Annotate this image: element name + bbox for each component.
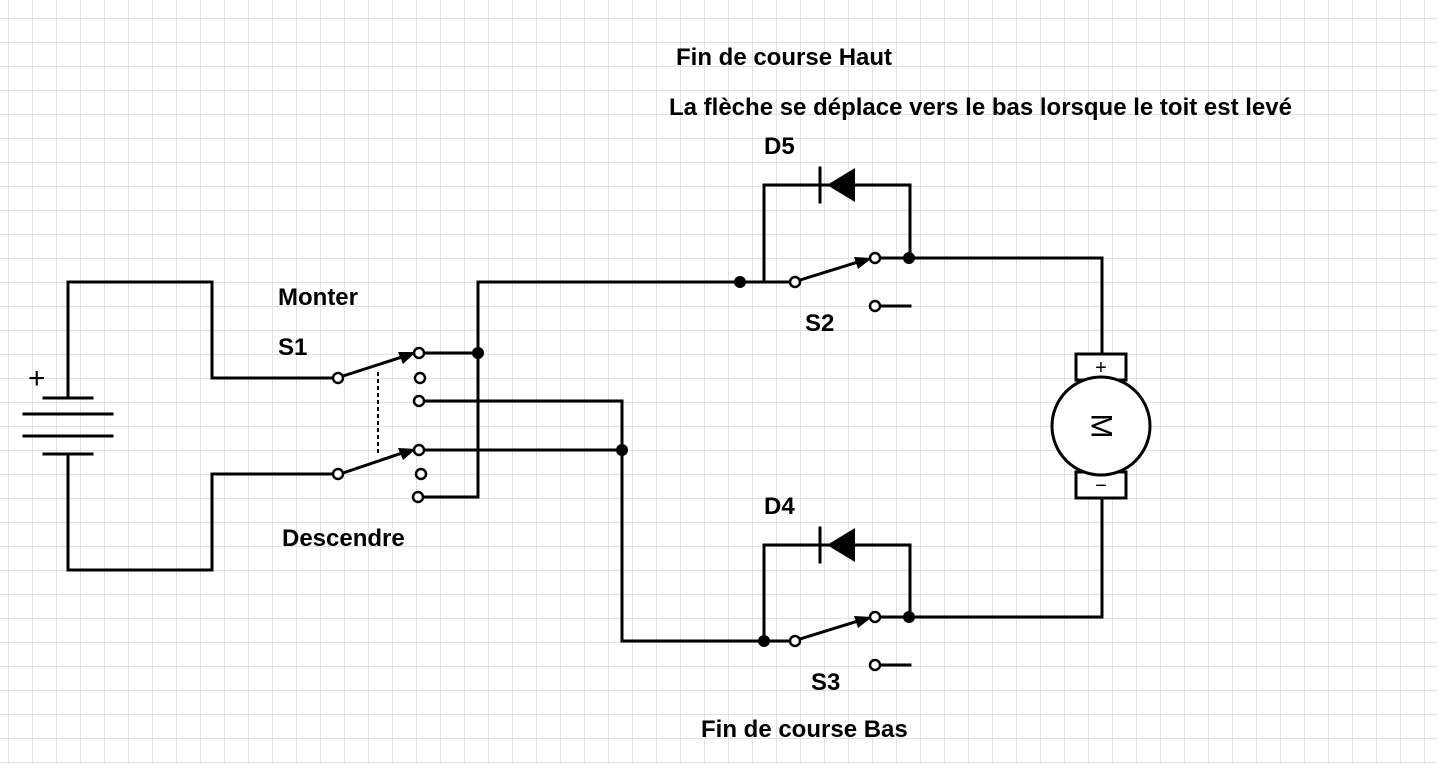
s1-common-lower [331,467,345,481]
junction-dot [903,611,915,623]
s1-terminal-4 [412,443,426,457]
s1-terminal-5 [414,467,428,481]
battery-plus-sign: + [28,362,46,395]
switch-s3-label: S3 [811,669,840,696]
s1-terminal-1 [412,346,426,360]
battery: + [22,280,338,572]
s2-terminal-no [868,299,882,313]
limit-top-label: Fin de course Haut [676,44,892,71]
descendre-label: Descendre [282,525,405,552]
motor-plus-sign: + [1095,357,1107,379]
s3-common [788,634,802,648]
switch-s1 [331,280,766,643]
s1-lower-arrow [398,448,416,460]
junction-dot [472,347,484,359]
s3-terminal-nc [868,610,882,624]
switch-s2-label: S2 [805,310,834,337]
s2-terminal-nc [868,251,882,265]
s3-terminal-no [868,658,882,672]
diode-d4-triangle [827,528,855,562]
limit-switch-bottom [758,496,1104,672]
junction-dot [758,635,770,647]
limit-bottom-label: Fin de course Bas [701,716,908,743]
diode-d4-label: D4 [764,493,795,520]
motor-label: M [1085,414,1118,439]
motor: + − M [1050,352,1152,500]
s2-arrow [854,257,872,269]
junction-dot [734,276,746,288]
motor-minus-sign: − [1095,475,1107,497]
s3-arrow [854,616,872,628]
monter-label: Monter [278,284,358,311]
s1-terminal-6 [411,490,425,504]
s1-common-upper [331,371,345,385]
diode-d5-label: D5 [764,133,795,160]
s1-upper-arrow [398,352,416,364]
motor-body [1050,375,1152,477]
s1-terminal-2 [413,371,427,385]
junction-dot [903,252,915,264]
note-label: La flèche se déplace vers le bas lorsque… [669,94,1292,121]
s2-common [788,275,802,289]
junction-dot [616,444,628,456]
s1-terminal-3 [412,394,426,408]
switch-s1-label: S1 [278,334,307,361]
limit-switch-top [734,166,1104,356]
diode-d5-triangle [827,168,855,202]
